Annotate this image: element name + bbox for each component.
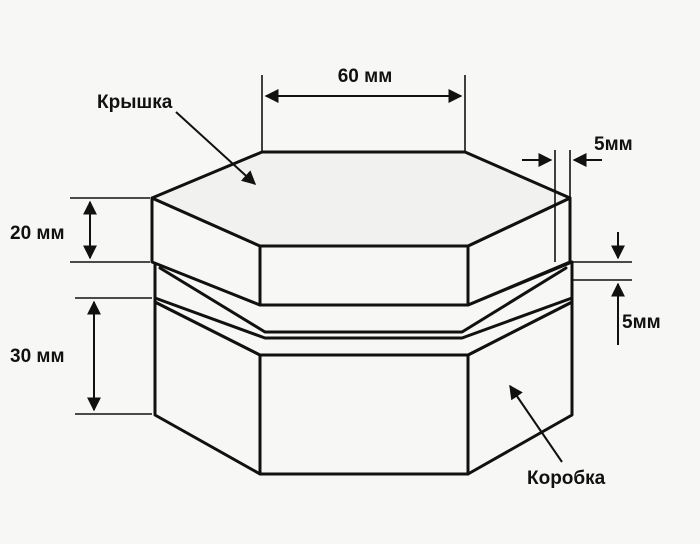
dim-top-width-label: 60 мм — [338, 66, 393, 87]
box-label: Коробка — [527, 468, 606, 489]
dim-gap-height — [572, 232, 632, 345]
dim-step-offset — [522, 150, 602, 262]
dim-lid-height — [70, 197, 150, 263]
dim-top-width — [261, 75, 466, 152]
box-leader-arrow — [509, 384, 563, 463]
dim-lid-height-label: 20 мм — [10, 223, 65, 244]
dim-gap-height-label: 5мм — [622, 312, 661, 333]
dim-box-height-label: 30 мм — [10, 346, 65, 367]
lid-leader-arrow — [175, 111, 257, 185]
dim-box-height — [75, 297, 152, 415]
lid-label: Крышка — [97, 92, 173, 113]
dim-step-offset-label: 5мм — [594, 134, 633, 155]
